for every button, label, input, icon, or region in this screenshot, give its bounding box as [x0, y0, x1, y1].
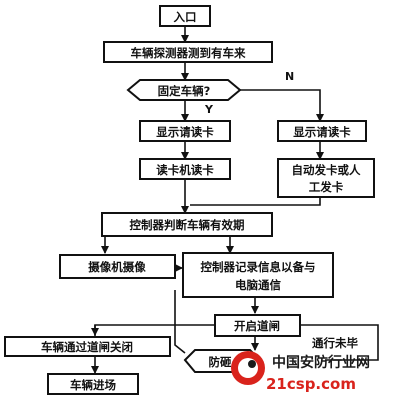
- node-record-label-2: 电脑通信: [235, 278, 281, 292]
- node-detect: 车辆探测器测到有车来: [103, 41, 273, 63]
- node-open-label: 开启道闸: [234, 319, 280, 333]
- watermark-url: 21csp.com: [266, 375, 356, 393]
- node-fixed-label: 固定车辆?: [158, 84, 211, 98]
- watermark: 中国安防行业网 21csp.com: [231, 351, 370, 393]
- node-judge-label: 控制器判断车辆有效期: [130, 218, 245, 232]
- node-auto: 自动发卡或人 工发卡: [277, 158, 375, 198]
- node-open-box: [214, 314, 301, 337]
- node-show-right-label: 显示请读卡: [293, 125, 351, 139]
- watermark-logo-inner-icon: [238, 358, 258, 378]
- watermark-title: 中国安防行业网: [272, 354, 370, 371]
- node-show-left-label: 显示请读卡: [156, 125, 214, 139]
- connectors: [91, 26, 379, 374]
- node-anti-label: 防砸: [209, 355, 232, 369]
- node-entry-label: 入口: [174, 10, 197, 24]
- node-auto-label-2: 工发卡: [309, 180, 344, 194]
- node-enter: 车辆进场: [47, 373, 139, 395]
- node-read-label: 读卡机读卡: [156, 163, 214, 177]
- node-entry: 入口: [159, 5, 211, 27]
- node-show-right-box: [277, 120, 367, 142]
- node-judge-box: [101, 212, 273, 237]
- node-close: 车辆通过道闸关闭: [4, 336, 171, 357]
- node-record-label-1: 控制器记录信息以备与: [201, 260, 316, 274]
- node-show-left: 显示请读卡: [139, 120, 231, 142]
- node-auto-box: [277, 158, 375, 198]
- edge-no: [240, 89, 324, 122]
- node-record-box: [182, 252, 334, 298]
- node-camera-box: [59, 254, 176, 279]
- node-detect-label: 车辆探测器测到有车来: [131, 46, 246, 60]
- node-fixed-shape: [126, 79, 242, 101]
- node-detect-box: [103, 41, 273, 63]
- edge-loop-not-passed: [300, 324, 379, 361]
- watermark-logo-eye-icon: [248, 360, 256, 368]
- node-record: 控制器记录信息以备与 电脑通信: [182, 252, 334, 298]
- edge-not-passed-label: 通行未毕: [312, 336, 358, 350]
- node-close-label: 车辆通过道闸关闭: [41, 340, 133, 354]
- node-camera: 摄像机摄像: [59, 254, 176, 279]
- edge-auto-join: [190, 198, 321, 206]
- edge-yes-label: Y: [204, 103, 214, 116]
- node-read: 读卡机读卡: [139, 158, 231, 180]
- node-show-left-box: [139, 120, 231, 142]
- node-fixed-decision: 固定车辆?: [126, 79, 242, 101]
- node-close-box: [4, 336, 171, 357]
- node-read-box: [139, 158, 231, 180]
- node-camera-label: 摄像机摄像: [88, 260, 146, 274]
- node-auto-label-1: 自动发卡或人: [292, 163, 361, 177]
- node-judge: 控制器判断车辆有效期: [101, 212, 273, 237]
- edge-no-label: N: [285, 70, 294, 83]
- node-enter-label: 车辆进场: [70, 378, 116, 392]
- edge-anti-back: [174, 290, 186, 354]
- node-open: 开启道闸: [214, 314, 301, 337]
- node-entry-box: [159, 5, 211, 27]
- node-enter-box: [47, 373, 139, 395]
- node-show-right: 显示请读卡: [277, 120, 367, 142]
